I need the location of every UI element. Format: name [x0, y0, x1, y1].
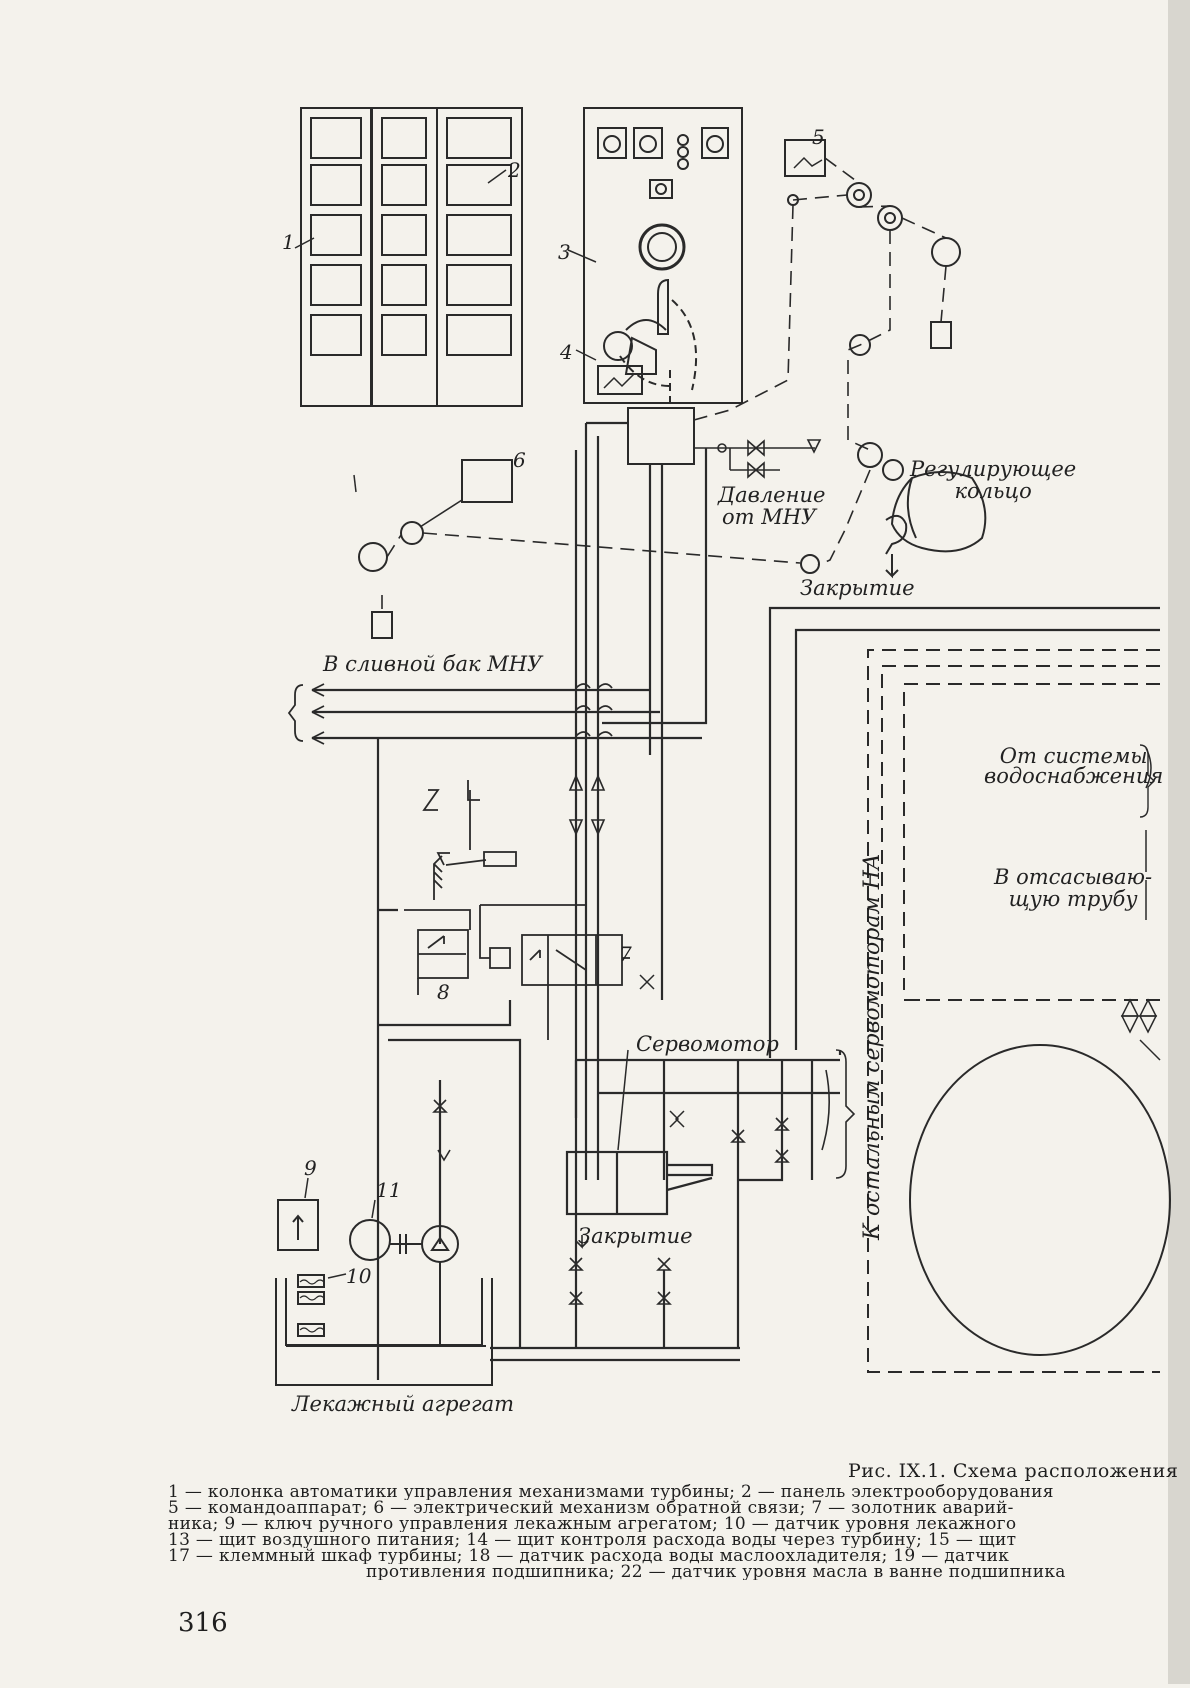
- label-6: 6: [513, 448, 526, 472]
- valve-8: [404, 780, 517, 995]
- label-11: 11: [376, 1178, 402, 1202]
- linkage-5: [693, 157, 947, 566]
- closing-label-top: Закрытие: [800, 576, 915, 600]
- feedback-mechanism-6: [358, 459, 513, 639]
- label-7: 7: [619, 942, 632, 966]
- drain-arrows: [287, 683, 325, 745]
- water-supply-label: От системы водоснабжения: [984, 744, 1164, 788]
- label-1: 1: [282, 230, 295, 254]
- leakage-unit-label: Лекажный агрегат: [292, 1392, 515, 1416]
- solenoid-block: [627, 407, 695, 465]
- label-8: 8: [437, 980, 450, 1004]
- water-supply-lines: [867, 649, 1160, 1373]
- scan-edge: [1168, 0, 1190, 1684]
- leakage-unit: [275, 1199, 493, 1386]
- label-10: 10: [346, 1264, 372, 1288]
- slide-valve-7: [479, 904, 630, 1040]
- automation-column-1: [300, 107, 372, 407]
- servomotor: [565, 1049, 714, 1216]
- suction-pipe-label: В отсасываю- щую трубу: [994, 865, 1153, 911]
- legend-line: 13 — щит воздушного питания; 14 — щит ко…: [168, 1532, 1017, 1548]
- regulating-ring: [885, 471, 987, 579]
- hydraulic-lines: [312, 421, 1160, 1380]
- control-cabinet-3: [583, 107, 743, 405]
- label-2: 2: [508, 158, 521, 182]
- legend-line: 17 — клеммный шкаф турбины; 18 — датчик …: [168, 1548, 1010, 1564]
- label-4: 4: [560, 340, 573, 364]
- regulating-ring-label: Регулирующее кольцо: [910, 457, 1077, 503]
- command-apparatus-5: [784, 139, 961, 349]
- servomotor-label: Сервомотор: [636, 1032, 779, 1056]
- legend-line: ника; 9 — ключ ручного управления лекажн…: [168, 1516, 1017, 1532]
- pressure-valves: [694, 439, 822, 479]
- electrical-panel-2: [371, 107, 523, 407]
- turbine-circle: [909, 1044, 1171, 1356]
- label-3: 3: [558, 240, 571, 264]
- legend-line: 1 — колонка автоматики управления механи…: [168, 1484, 1054, 1500]
- closing-label-bottom: Закрытие: [578, 1224, 693, 1248]
- label-5: 5: [812, 125, 825, 149]
- figure-legend: 1 — колонка автоматики управления механи…: [168, 1484, 1173, 1580]
- pressure-label: Давление от МНУ: [718, 483, 826, 529]
- servomotor-brace: [835, 1049, 856, 1179]
- legend-line: противления подшипника; 22 — датчик уров…: [366, 1564, 1066, 1580]
- figure-caption-title: Рис. IX.1. Схема расположения: [848, 1460, 1179, 1482]
- label-9: 9: [304, 1156, 317, 1180]
- flow-arrows: [568, 773, 606, 837]
- to-servomotors-label: К остальным сервомоторам НА: [860, 853, 885, 1240]
- drain-tank-label: В сливной бак МНУ: [323, 652, 543, 676]
- water-brace: [1139, 744, 1155, 818]
- page-number: 316: [178, 1608, 228, 1638]
- legend-line: 5 — командоаппарат; 6 — электрический ме…: [168, 1500, 1014, 1516]
